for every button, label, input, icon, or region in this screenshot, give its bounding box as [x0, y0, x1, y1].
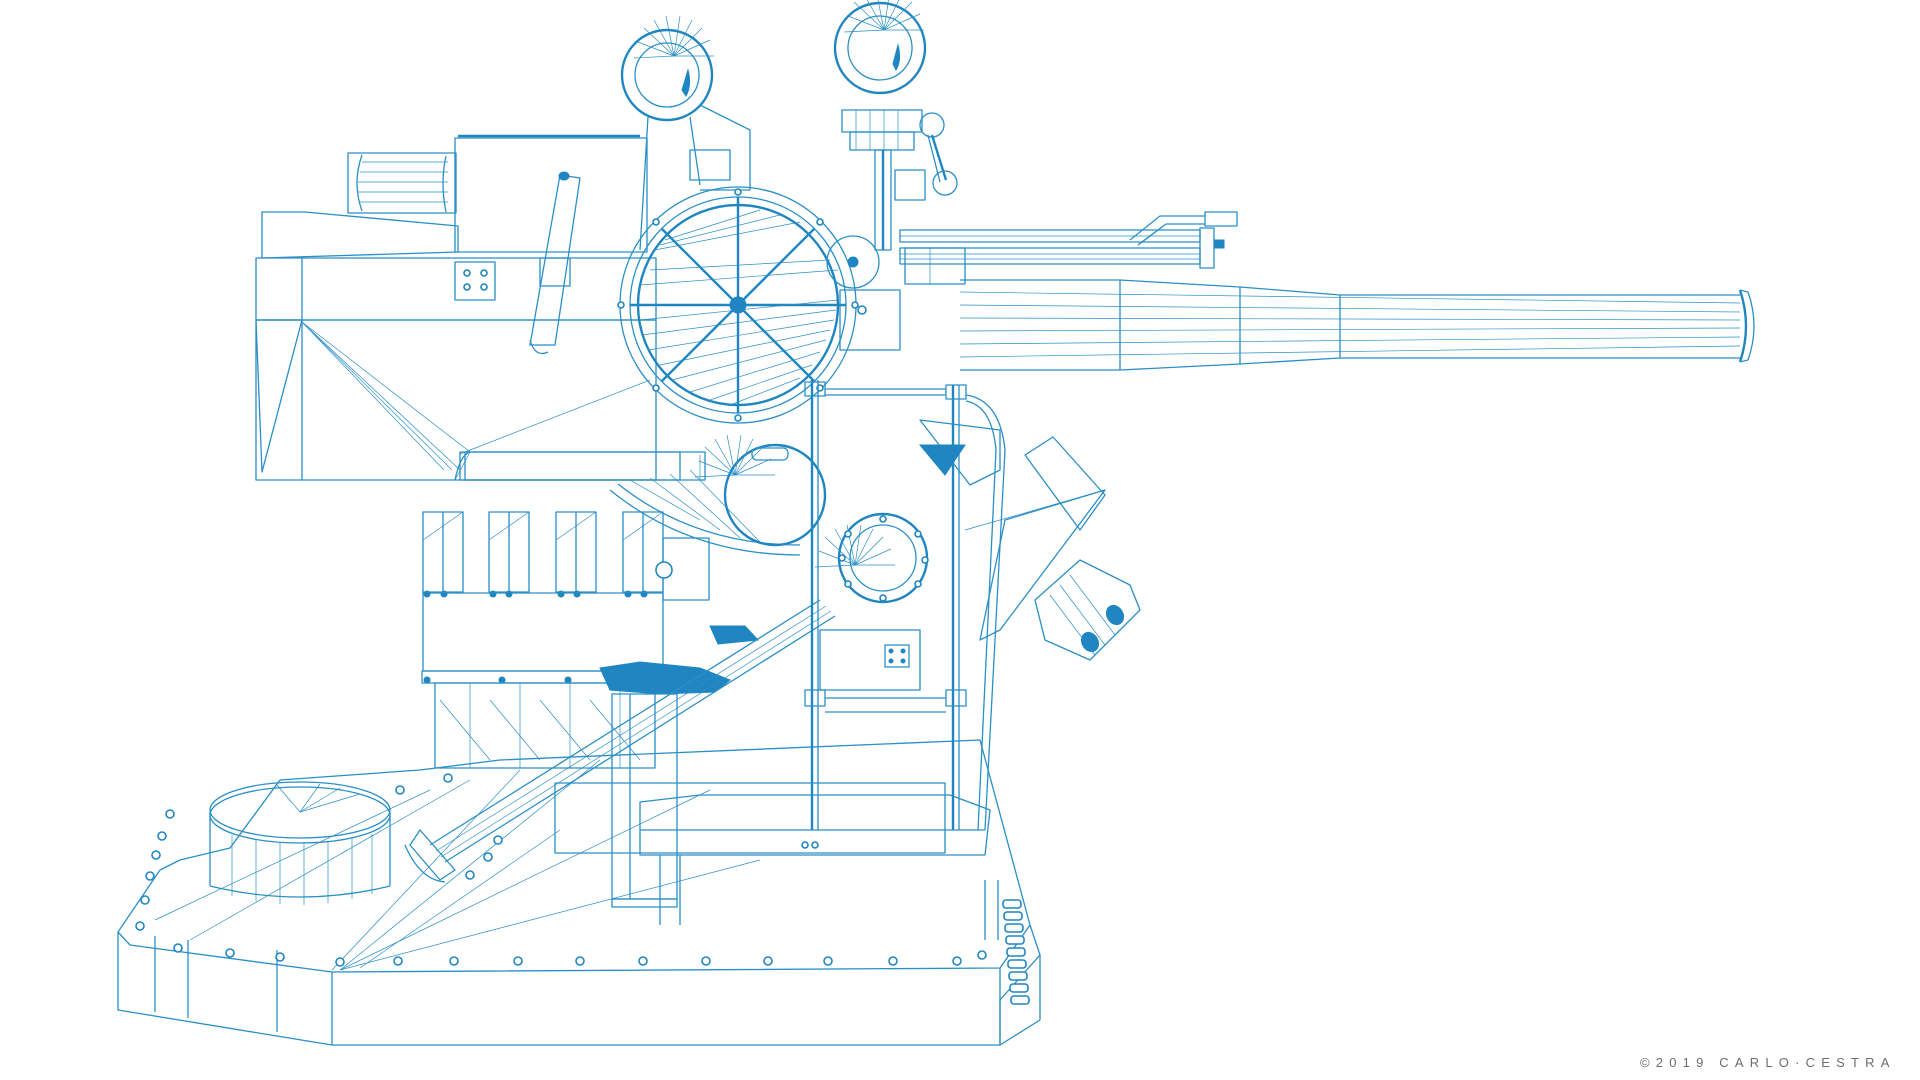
rammer-rod	[404, 599, 836, 883]
elevation-handwheel	[617, 186, 901, 424]
stacked-nuts-column	[984, 880, 1030, 1005]
gunner-seat	[599, 625, 760, 908]
copyright-notice: ©2019 CARLO·CESTRA	[1640, 1055, 1896, 1070]
sight-gauge-left	[620, 15, 751, 251]
traverse-gear-arc	[609, 434, 827, 556]
sight-housing-right	[814, 419, 1141, 691]
base-drum	[209, 781, 391, 905]
support-frame	[554, 380, 1006, 925]
base-platform	[117, 739, 1041, 1046]
breech-housing	[255, 134, 681, 481]
carriage-blocks	[421, 451, 710, 769]
gun-barrel	[959, 279, 1755, 371]
recoil-cylinders	[899, 211, 1238, 285]
base-bolts	[135, 773, 987, 967]
sight-gauge-right	[833, 0, 958, 251]
